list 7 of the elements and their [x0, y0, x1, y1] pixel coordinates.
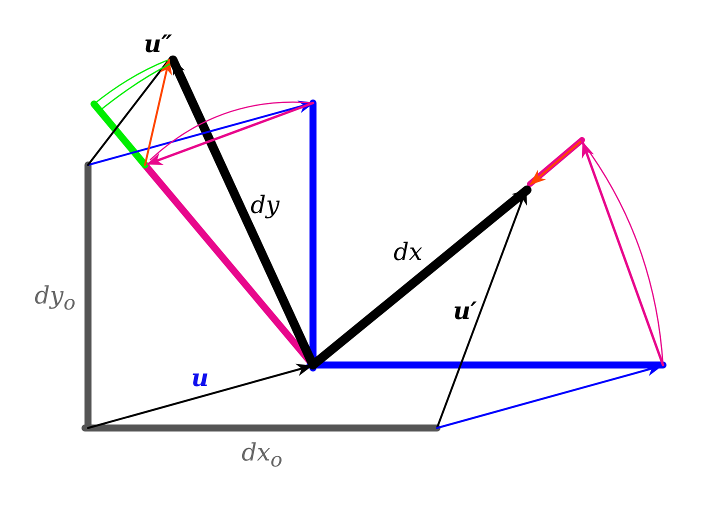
vector-label: dx — [394, 240, 422, 264]
vector-label: u′ — [453, 299, 477, 323]
vector-label: u — [191, 366, 209, 390]
vector-label: dy$_{o}$ — [34, 284, 76, 312]
vector-label: dy — [250, 193, 280, 217]
vector-label: u″ — [144, 32, 172, 56]
vector-label: dx$_{o}$ — [242, 440, 282, 470]
